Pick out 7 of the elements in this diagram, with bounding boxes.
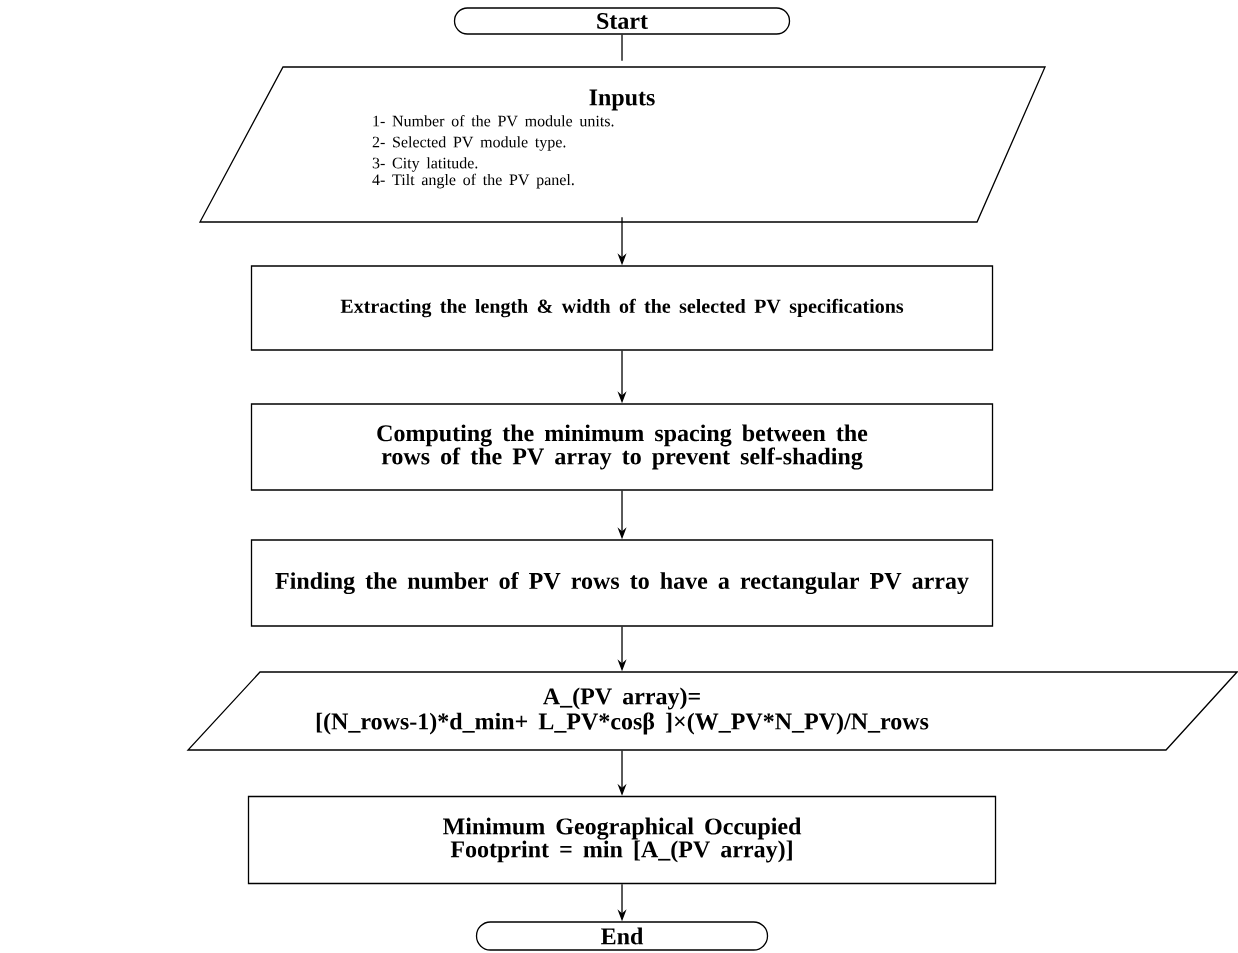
process-box: Computing the minimum spacing between the rows of the PV array to prevent self-shading — [250, 403, 994, 491]
process-box: Extracting the length & width of the selected PV specifications — [250, 265, 994, 351]
terminal-box: End — [475, 921, 769, 951]
terminal-box: Start — [453, 7, 791, 35]
process-box: Minimum Geographical Occupied Footprint = min [A_(PV array)] — [247, 795, 997, 885]
process-box: Finding the number of PV rows to have a rectangular PV array — [250, 539, 994, 627]
connector-line — [621, 34, 623, 62]
